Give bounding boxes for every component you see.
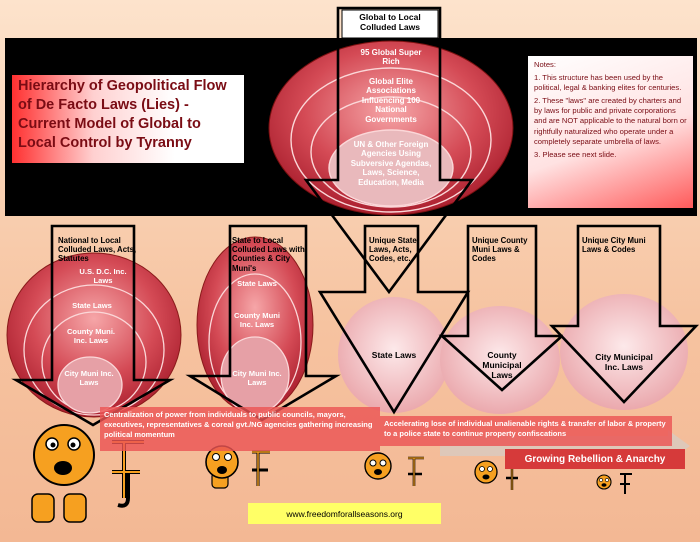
accelerating-banner: Accelerating lose of individual unaliena… bbox=[380, 416, 672, 446]
global-header: Global to Local Colluded Laws bbox=[359, 12, 421, 33]
state-local-rings bbox=[196, 236, 314, 414]
global-ring-1: 95 Global Super Rich bbox=[360, 48, 422, 67]
city-circle-label: City Municipal Inc. Laws bbox=[595, 352, 653, 373]
note-item: 1. This structure has been used by the p… bbox=[534, 73, 682, 93]
unique-city-header: Unique City Muni Laws & Codes bbox=[582, 236, 646, 255]
diagram-title: Hierarchy of Geopolitical Flow of De Fac… bbox=[18, 78, 227, 152]
global-ring-2: Global Elite Associations Influencing 10… bbox=[361, 77, 421, 124]
global-rings bbox=[268, 40, 514, 216]
global-arrow bbox=[303, 6, 475, 295]
unique-county-arrow bbox=[438, 224, 566, 392]
city-circle bbox=[560, 294, 688, 410]
national-rings bbox=[6, 252, 182, 418]
figure-tiny bbox=[596, 473, 632, 494]
figure-small-1 bbox=[364, 452, 424, 486]
note-item: 2. These "laws" are created by charters … bbox=[534, 96, 687, 146]
state-local-arrow bbox=[185, 224, 341, 422]
national-ring-2: State Laws bbox=[72, 301, 112, 310]
unique-city-arrow bbox=[548, 224, 700, 404]
national-arrow bbox=[11, 224, 175, 427]
centralization-banner: Centralization of power from individuals… bbox=[100, 407, 380, 451]
state-laws-circle bbox=[338, 297, 450, 413]
note-item: 3. Please see next slide. bbox=[534, 149, 617, 159]
state-local-ring-3: City Muni Inc. Laws bbox=[232, 369, 282, 387]
notes-heading: Notes: bbox=[534, 60, 556, 69]
title-box: Hierarchy of Geopolitical Flow of De Fac… bbox=[12, 75, 244, 163]
notes-box: Notes: 1. This structure has been used b… bbox=[528, 56, 693, 208]
county-circle bbox=[440, 306, 560, 414]
state-local-header: State to Local Colluded Laws with Counti… bbox=[232, 236, 305, 273]
state-local-ring-1: State Laws bbox=[237, 279, 277, 288]
figure-medium bbox=[205, 445, 270, 489]
national-ring-4: City Muni Inc. Laws bbox=[64, 369, 114, 387]
state-local-ring-2: County Muni Inc. Laws bbox=[234, 311, 280, 329]
unique-state-header: Unique State Laws, Acts, Codes, etc. bbox=[369, 236, 417, 264]
rebellion-label: Growing Rebellion & Anarchy bbox=[505, 449, 685, 469]
state-laws-label: State Laws bbox=[371, 350, 417, 360]
unique-state-arrow bbox=[317, 224, 471, 415]
website-link[interactable]: www.freedomforallseasons.org bbox=[248, 503, 441, 524]
global-ring-3: UN & Other Foreign Agencies Using Subver… bbox=[350, 140, 432, 187]
national-ring-3: County Muni. Inc. Laws bbox=[66, 327, 116, 345]
county-circle-label: County Municipal Laws bbox=[482, 350, 522, 381]
national-ring-1: U.S. D.C. Inc. Laws bbox=[79, 267, 127, 285]
unique-county-header: Unique County Muni Laws & Codes bbox=[472, 236, 528, 264]
national-header: National to Local Colluded Laws, Acts, S… bbox=[58, 236, 137, 264]
